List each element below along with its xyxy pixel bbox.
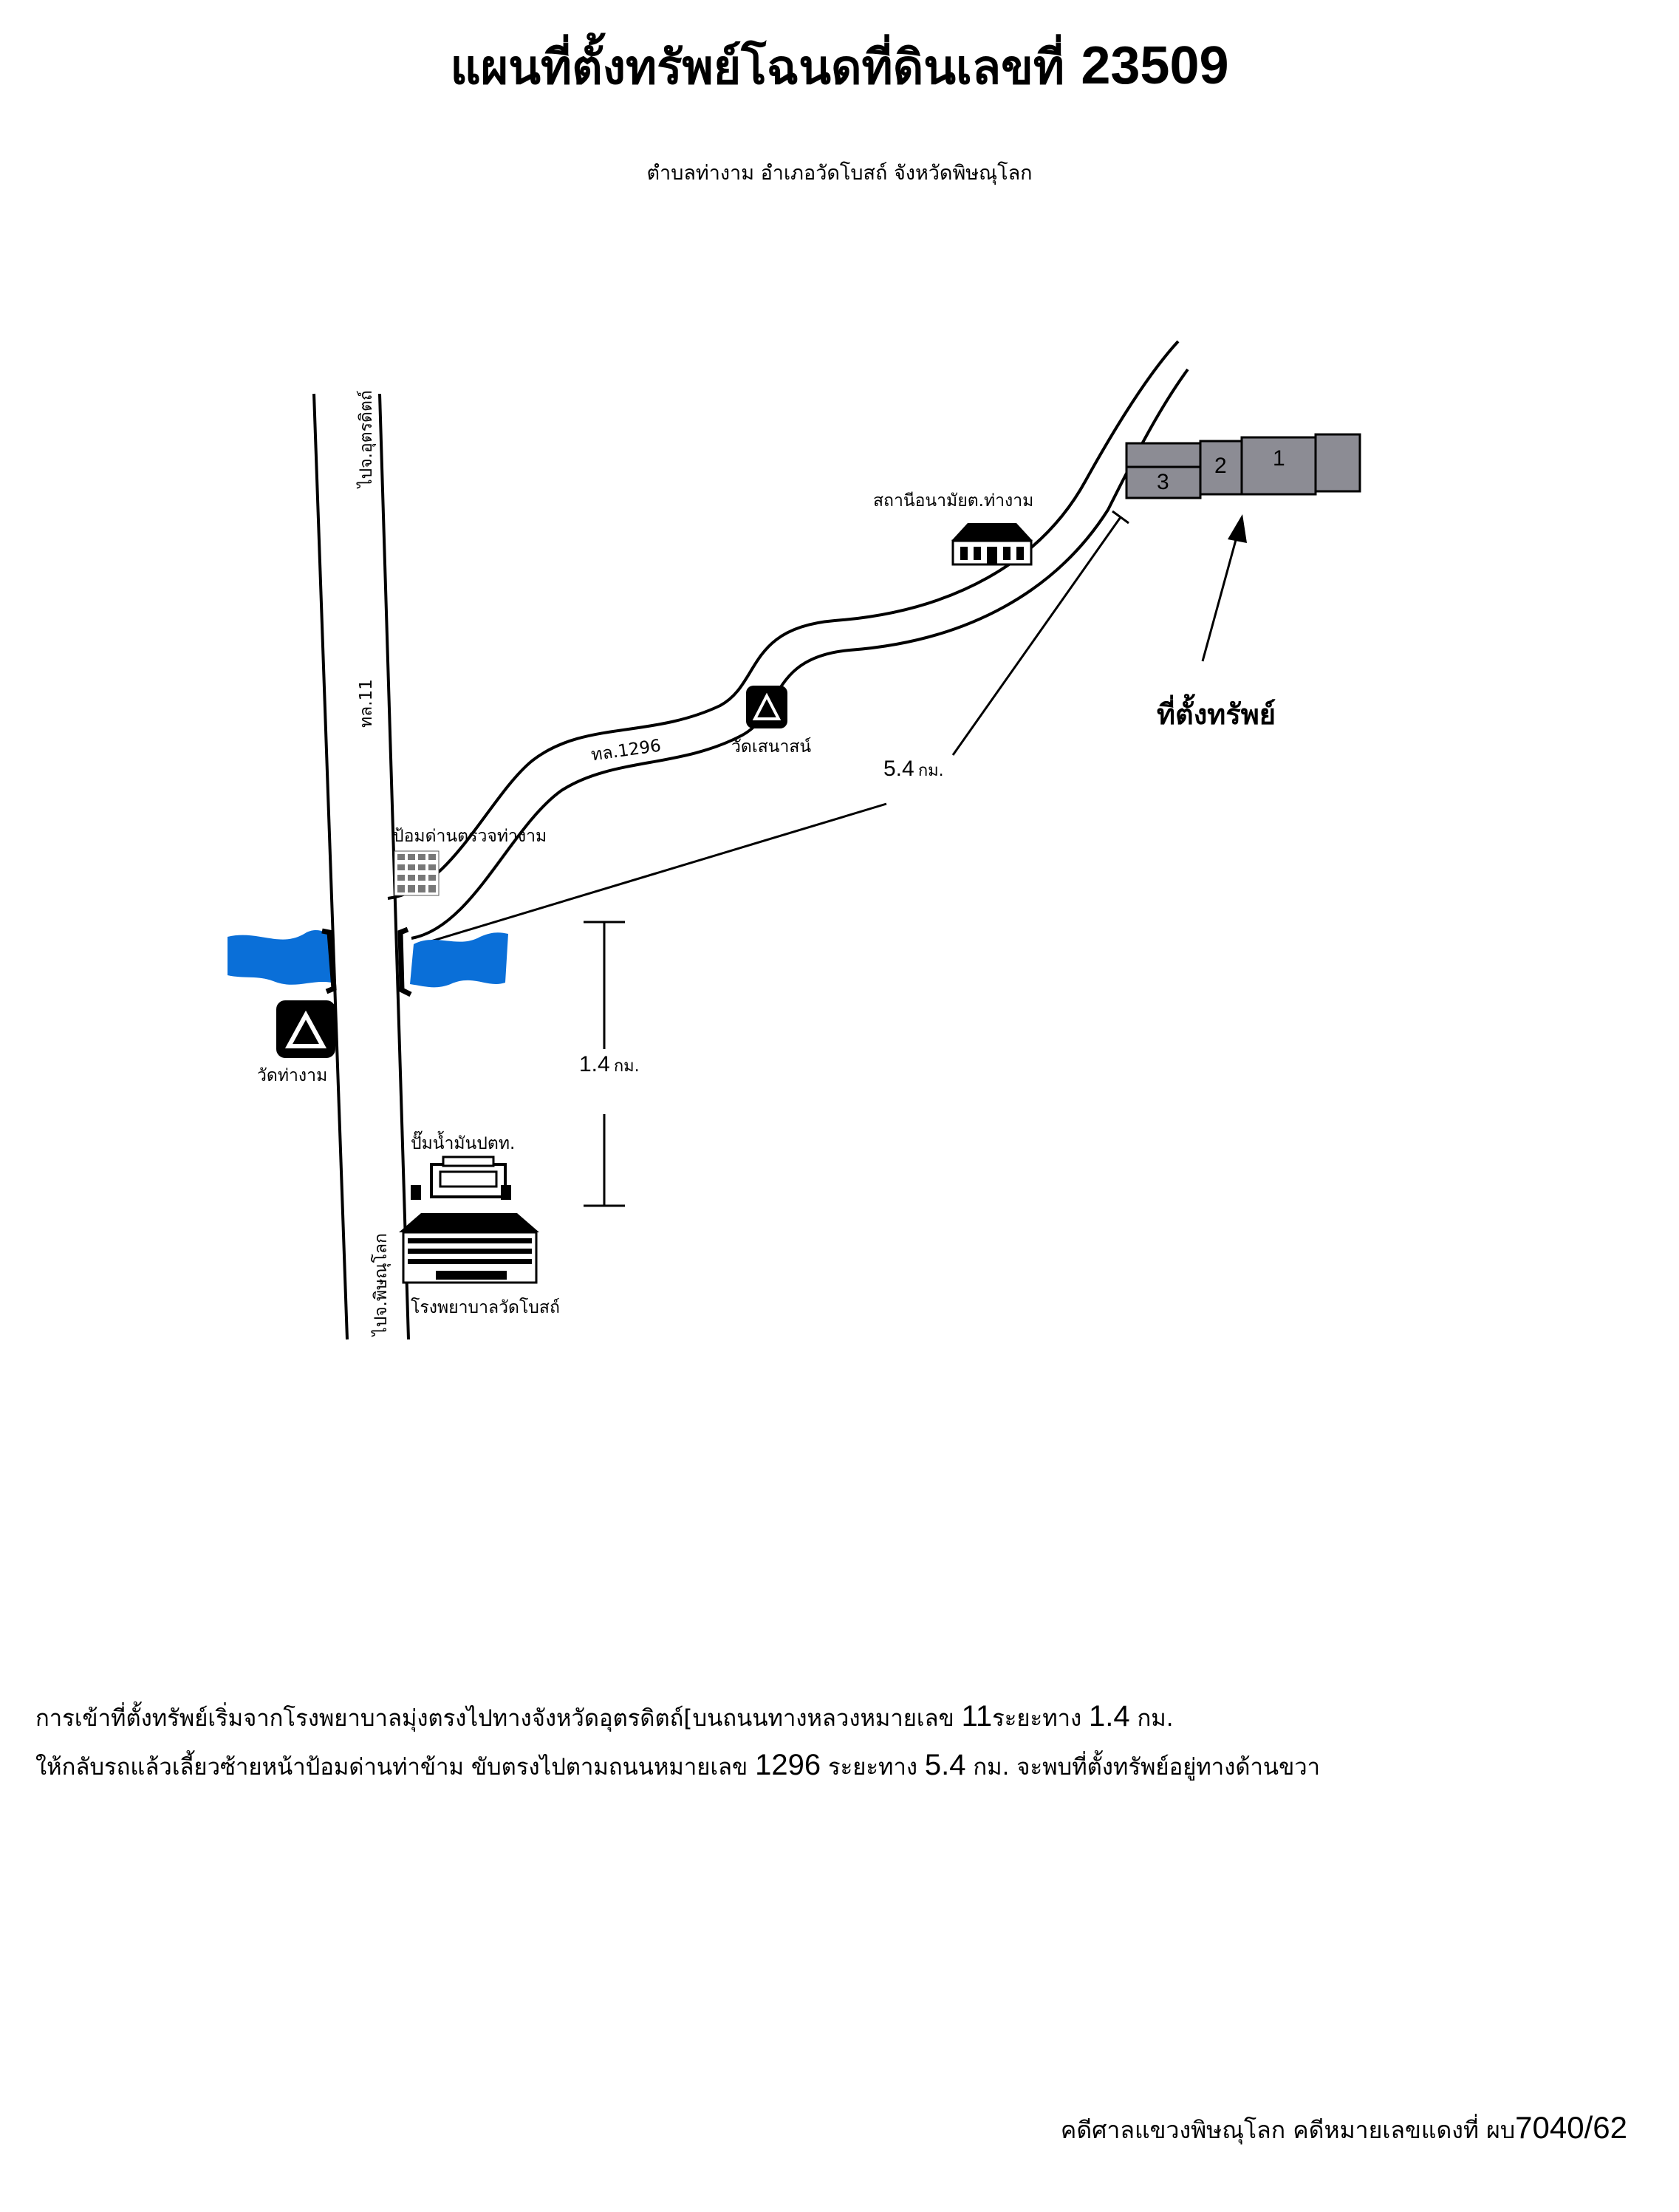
- parcel-number: 1: [1273, 446, 1285, 471]
- parcel-number: 2: [1214, 454, 1227, 478]
- building-icon: [951, 523, 1033, 566]
- directions-text: ระยะทาง: [992, 1705, 1082, 1732]
- land-parcels: [1125, 433, 1361, 499]
- directions-line-1: การเข้าที่ตั้งทรัพย์เริ่มจากโรงพยาบาลมุ่…: [35, 1699, 1174, 1736]
- temple-icon: [746, 686, 787, 728]
- label-hospital: โรงพยาบาลวัดโบสถ์: [411, 1298, 560, 1317]
- case-text: คดีศาลแขวงพิษณุโลก คดีหมายเลขแดงที่ ผบ: [1060, 2116, 1516, 2144]
- label-police-checkpoint: ป้อมด่านตรวจท่างาม: [393, 827, 547, 846]
- deed-number: 23509: [1081, 36, 1229, 95]
- distance-value: 5.4: [924, 1749, 966, 1781]
- hospital-icon: [399, 1213, 539, 1284]
- label-gas-station: ปั๊มน้ำมันปตท.: [411, 1134, 516, 1153]
- location-subtitle: ตำบลท่างาม อำเภอวัดโบสถ์ จังหวัดพิษณุโลก: [646, 162, 1033, 185]
- property-label: ที่ตั้งทรัพย์: [1157, 698, 1276, 731]
- distance-unit: กม.: [917, 762, 944, 780]
- label-to-uttaradit: ไปจ.อุตรดิตถ์: [357, 390, 376, 488]
- road-number: 1296: [755, 1749, 821, 1781]
- distance-value: 1.4: [579, 1052, 610, 1076]
- directions-line-2: ให้กลับรถแล้วเลี้ยวซ้ายหน้าป้อมด่านท่าข้…: [35, 1748, 1320, 1785]
- gas-station-icon: [411, 1156, 511, 1200]
- label-wat-senasan: วัดเสนาสน์: [731, 737, 812, 757]
- building-icon: [394, 850, 440, 896]
- parcel-number: 3: [1157, 470, 1169, 494]
- label-highway-11: ทล.11: [357, 679, 376, 728]
- highway-number: 11: [961, 1700, 993, 1733]
- title-text: แผนที่ตั้งทรัพย์โฉนดที่ดินเลขที่: [450, 41, 1065, 95]
- bridge-icon: [321, 926, 412, 997]
- distance-unit: กม.: [973, 1754, 1010, 1781]
- distance-label-5-4: 5.4 กม.: [883, 757, 944, 783]
- directions-text: ให้กลับรถแล้วเลี้ยวซ้ายหน้าป้อมด่านท่าข้…: [35, 1754, 748, 1781]
- page-title: แผนที่ตั้งทรัพย์โฉนดที่ดินเลขที่ 23509: [0, 30, 1679, 105]
- directions-text: การเข้าที่ตั้งทรัพย์เริ่มจากโรงพยาบาลมุ่…: [35, 1705, 954, 1732]
- case-number: 7040/62: [1515, 2110, 1627, 2145]
- distance-line-1-4: [584, 921, 625, 1207]
- distance-value: 1.4: [1089, 1700, 1130, 1733]
- directions-text: ระยะทาง: [827, 1754, 918, 1781]
- distance-value: 5.4: [883, 757, 914, 781]
- road-1296: [387, 340, 1189, 940]
- label-health-station: สถานีอนามัยต.ท่างาม: [873, 491, 1034, 511]
- label-to-phitsanulok: ไปจ.พิษณุโลก: [372, 1233, 391, 1336]
- temple-icon: [276, 1000, 335, 1058]
- distance-unit: กม.: [613, 1057, 640, 1076]
- distance-unit: กม.: [1137, 1705, 1174, 1732]
- case-reference: คดีศาลแขวงพิษณุโลก คดีหมายเลขแดงที่ ผบ70…: [1061, 2110, 1627, 2149]
- arrow-icon: [1201, 514, 1247, 662]
- label-wat-tha-ngam: วัดท่างาม: [257, 1066, 328, 1085]
- directions-text: จะพบที่ตั้งทรัพย์อยู่ทางด้านขวา: [1016, 1754, 1321, 1781]
- distance-line-5-4: [428, 510, 1129, 943]
- distance-label-1-4: 1.4 กม.: [579, 1052, 640, 1079]
- river-icon: [228, 929, 508, 988]
